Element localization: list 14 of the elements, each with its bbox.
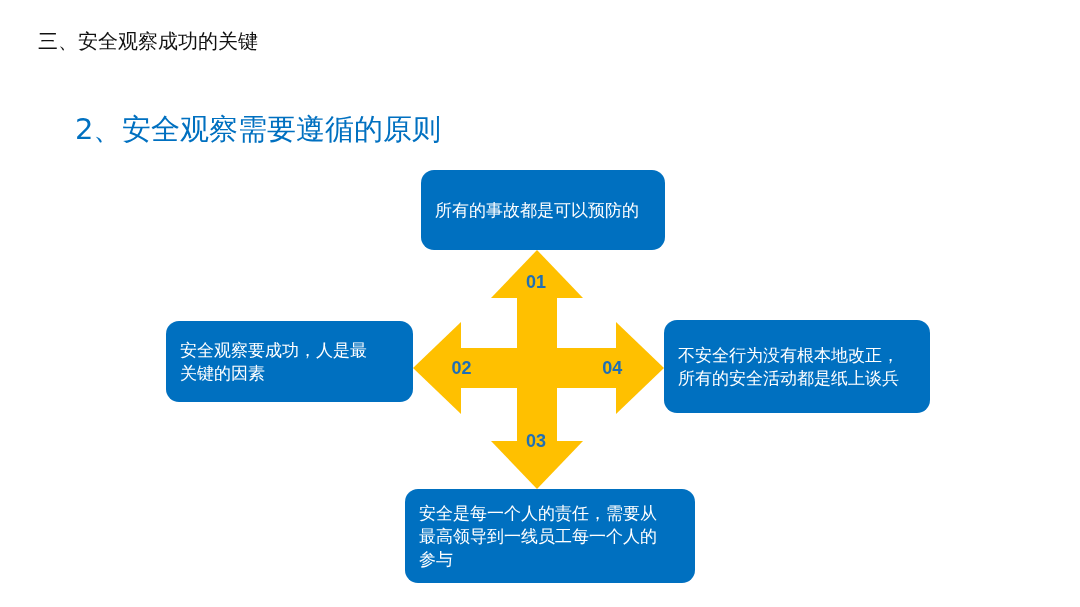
edge-label: 01: [526, 272, 547, 292]
slide-title: 2、安全观察需要遵循的原则: [75, 111, 442, 148]
principle-box: [421, 170, 665, 250]
principle-box: [166, 321, 413, 402]
edge-label: 04: [602, 358, 623, 378]
principle-box: [405, 489, 695, 583]
section-heading: 三、安全观察成功的关键: [38, 28, 258, 55]
principle-text: 不安全行为没有根本地改正，所有的安全活动都是纸上谈兵: [678, 343, 900, 390]
principle-box: [664, 320, 930, 413]
principle-text: 安全观察要成功，人是最关键的因素: [180, 338, 368, 385]
principle-text: 所有的事故都是可以预防的: [435, 198, 639, 222]
principle-text: 安全是每一个人的责任，需要从最高领导到一线员工每一个人的参与: [419, 501, 658, 571]
edge-label: 02: [451, 358, 472, 378]
edge-label: 03: [526, 430, 547, 451]
